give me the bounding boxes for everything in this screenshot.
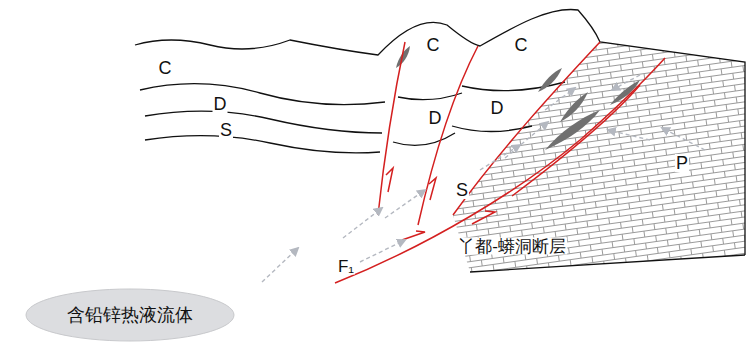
ellipse-shape <box>26 289 234 341</box>
stratum-code: S <box>455 181 469 199</box>
limestone-fill <box>453 42 745 272</box>
stratum-code: D <box>213 95 228 113</box>
fault-name: 丫都-蟒洞断层 <box>457 238 567 255</box>
slip-arrow <box>386 168 495 240</box>
stratum-code: C <box>514 36 529 54</box>
stratum-code: D <box>490 99 505 117</box>
fault-lines <box>335 42 665 283</box>
stratum-code: S <box>219 121 233 139</box>
fault-code: F₁ <box>337 258 355 275</box>
stratum-code: C <box>158 59 173 77</box>
stratum-code: C <box>426 36 441 54</box>
fluid-arrow <box>262 75 705 282</box>
stratum-code: P <box>675 154 689 172</box>
ore-lens <box>396 46 640 150</box>
fluid-ellipse: 含铅锌热液流体 <box>25 288 235 342</box>
fluid-label: 含铅锌热液流体 <box>67 303 193 327</box>
stratum-code: D <box>428 109 443 127</box>
